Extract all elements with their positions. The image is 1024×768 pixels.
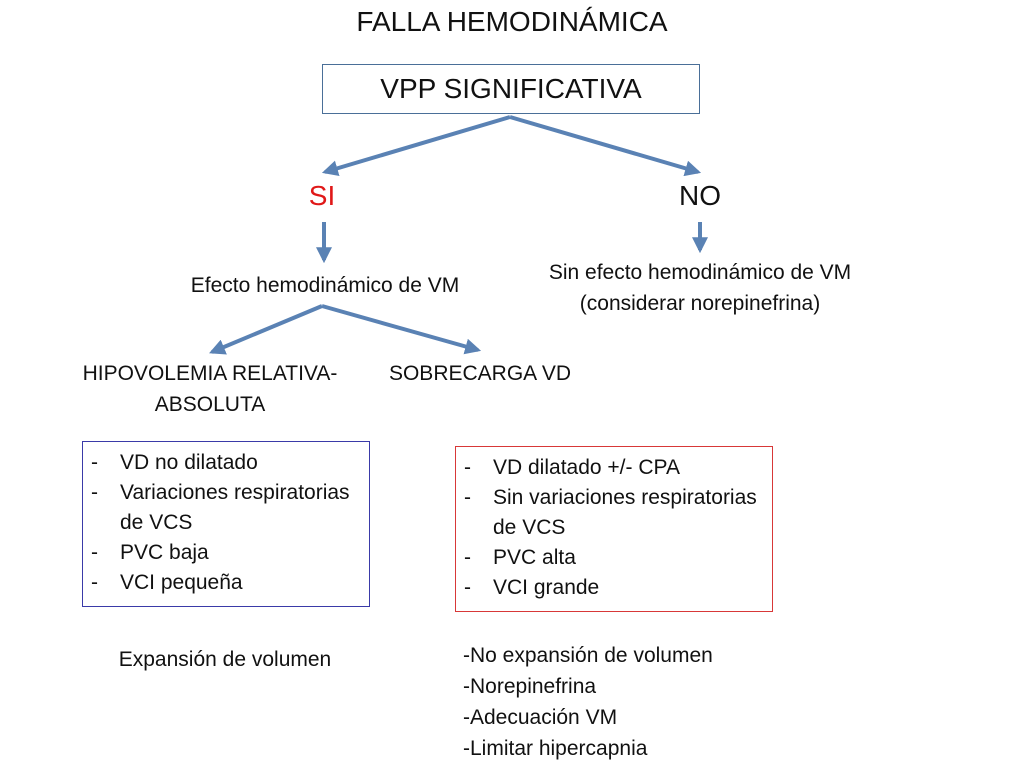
action-item: -No expansión de volumen: [463, 644, 713, 667]
sobrecarga-label: SOBRECARGA VD: [388, 362, 572, 385]
sin-efecto-label: Sin efecto hemodinámico de VM (considera…: [510, 257, 890, 319]
arrow-to-no: [509, 115, 702, 177]
action-item: -Norepinefrina: [463, 675, 597, 698]
list-item: -VD dilatado +/- CPA: [464, 456, 680, 479]
sobrecarga-findings-list: -VD dilatado +/- CPA -Sin variaciones re…: [456, 453, 772, 603]
list-item: -PVC baja: [91, 541, 209, 564]
action-item: -Limitar hipercapnia: [463, 737, 648, 760]
list-item: -VCI grande: [464, 576, 600, 599]
list-item: -PVC alta: [464, 546, 576, 569]
sobrecarga-actions: -No expansión de volumen -Norepinefrina …: [463, 640, 763, 764]
hipovolemia-line-2: ABSOLUTA: [154, 393, 266, 416]
efecto-hemodinamico-label: Efecto hemodinámico de VM: [190, 274, 460, 297]
list-item: -Sin variaciones respiratorias de VCS: [464, 486, 757, 539]
expansion-volumen-label: Expansión de volumen: [118, 648, 332, 671]
sin-efecto-line-2: (considerar norepinefrina): [579, 292, 821, 315]
sobrecarga-findings-box: -VD dilatado +/- CPA -Sin variaciones re…: [455, 446, 773, 612]
list-item: -Variaciones respiratorias de VCS: [91, 481, 350, 534]
hipovolemia-label: HIPOVOLEMIA RELATIVA- ABSOLUTA: [60, 358, 360, 420]
arrow-to-hipovolemia: [209, 304, 323, 355]
vpp-significativa-label: VPP SIGNIFICATIVA: [380, 73, 642, 104]
sin-efecto-line-1: Sin efecto hemodinámico de VM: [548, 261, 852, 284]
branch-no-label: NO: [679, 180, 721, 211]
vpp-significativa-box: VPP SIGNIFICATIVA: [322, 64, 700, 114]
list-item: -VCI pequeña: [91, 571, 243, 594]
hipovolemia-line-1: HIPOVOLEMIA RELATIVA-: [82, 362, 338, 385]
diagram-title: FALLA HEMODINÁMICA: [356, 6, 668, 37]
branch-si-label: SI: [308, 180, 336, 211]
hipovolemia-findings-box: -VD no dilatado -Variaciones respiratori…: [82, 441, 370, 607]
list-item: -VD no dilatado: [91, 451, 258, 474]
action-item: -Adecuación VM: [463, 706, 618, 729]
hipovolemia-findings-list: -VD no dilatado -Variaciones respiratori…: [83, 448, 369, 598]
arrow-to-si: [321, 115, 511, 177]
arrow-to-sobrecarga: [321, 304, 482, 355]
